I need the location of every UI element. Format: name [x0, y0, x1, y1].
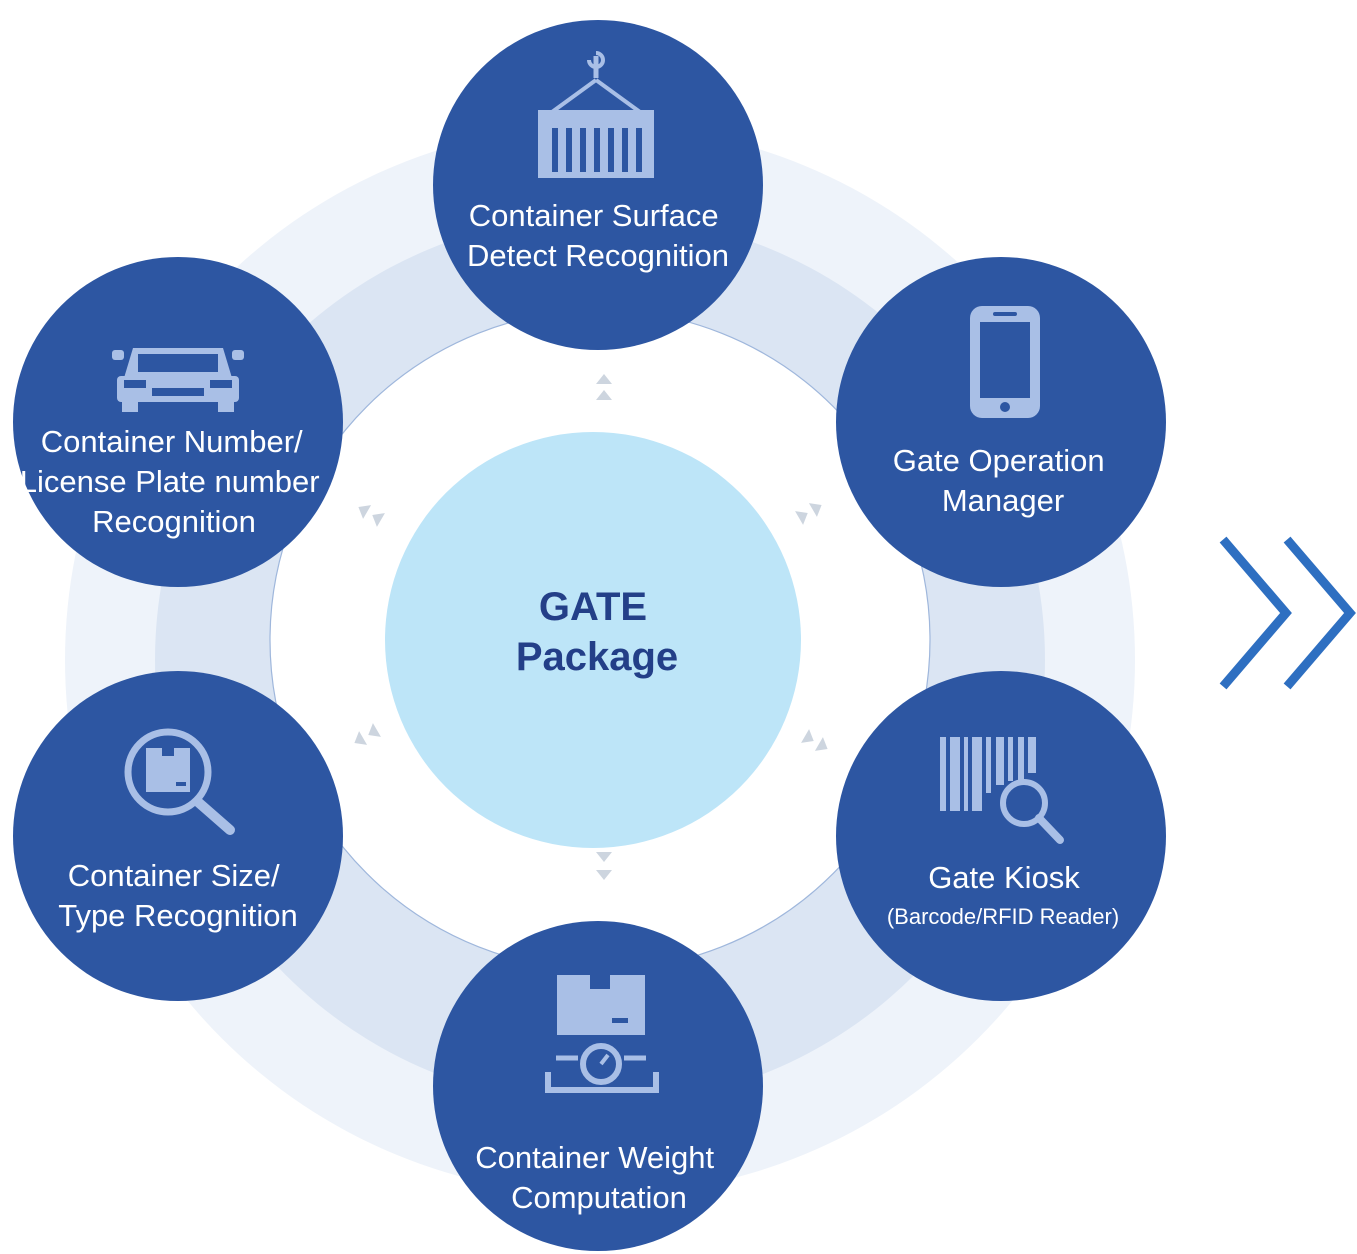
flow-arrow-down: [596, 852, 612, 880]
flow-arrow-lower-left: [354, 723, 381, 745]
node-container-surface: Container Surface Detect Recognition: [433, 20, 763, 350]
node-gate-kiosk-line1: Gate Kiosk: [928, 860, 1080, 895]
node-container-size-line2: Type Recognition: [58, 898, 298, 933]
node-container-surface-line1: Container Surface: [469, 198, 719, 233]
node-gate-operation-line2: Manager: [942, 483, 1064, 518]
svg-text:Container Size/ Type Rec: Container Size/ Type Recognition: [58, 858, 298, 933]
car-front-icon: [112, 348, 244, 412]
smartphone-icon: [970, 306, 1040, 418]
node-container-size-line1: Container Size/: [68, 858, 280, 893]
node-gate-kiosk-line2: (Barcode/RFID Reader): [887, 904, 1119, 929]
svg-text:Container Number/ Licens: Container Number/ License Plate number R…: [20, 424, 328, 539]
node-container-number-line2: License Plate number: [20, 464, 320, 499]
box-magnifier-icon: [124, 728, 235, 835]
node-container-weight-line2: Computation: [511, 1180, 687, 1215]
flow-arrows: [354, 374, 828, 880]
center-title-line2: Package: [516, 635, 678, 679]
node-container-size: Container Size/ Type Recognition: [13, 671, 343, 1001]
node-container-weight-line1: Container Weight: [475, 1140, 714, 1175]
flow-arrow-upper-right: [795, 503, 822, 525]
container-crane-icon: [538, 51, 654, 178]
svg-text:Gate Operation Manager: Gate Operation Manager: [893, 443, 1114, 518]
node-gate-operation-line1: Gate Operation: [893, 443, 1105, 478]
flow-arrow-upper-left: [358, 505, 385, 527]
node-container-surface-line2: Detect Recognition: [467, 238, 729, 273]
node-container-number: Container Number/ License Plate number R…: [13, 257, 343, 587]
barcode-search-icon: [940, 737, 1064, 844]
node-container-number-line3: Recognition: [92, 504, 256, 539]
double-chevron-right-icon: [1219, 536, 1356, 690]
node-container-weight: Container Weight Computation: [433, 921, 763, 1251]
svg-text:Container Weight Computa: Container Weight Computation: [475, 1140, 723, 1215]
node-gate-operation: Gate Operation Manager: [836, 257, 1166, 587]
center-title-line1: GATE: [539, 585, 647, 629]
node-container-number-line1: Container Number/: [41, 424, 303, 459]
flow-arrow-lower-right: [801, 729, 828, 751]
node-gate-kiosk: Gate Kiosk (Barcode/RFID Reader): [836, 671, 1166, 1001]
svg-text:Container Surface Detect: Container Surface Detect Recognition: [467, 198, 729, 273]
flow-arrow-up: [596, 374, 612, 400]
center-core: GATE Package: [385, 432, 801, 848]
scale-box-icon: [545, 975, 659, 1093]
